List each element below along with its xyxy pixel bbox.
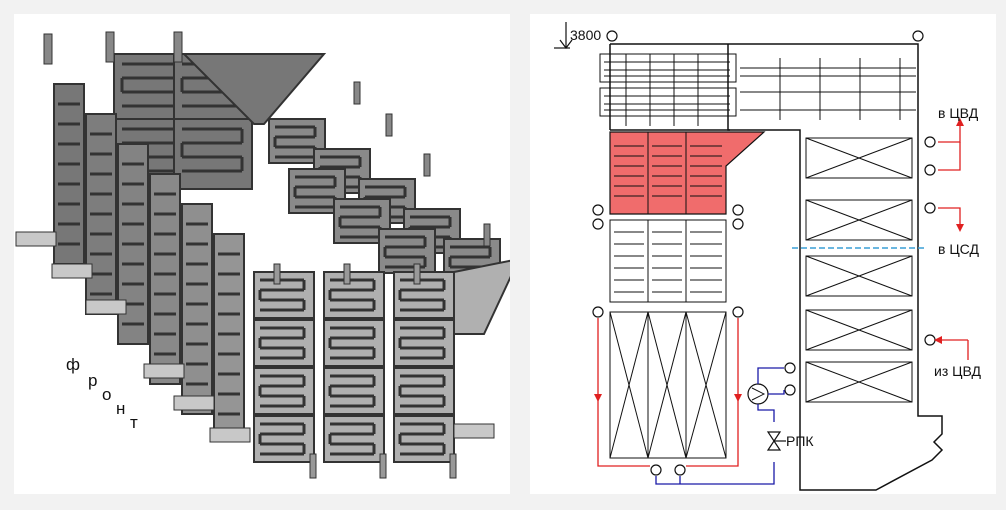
front-label: ф р о н т [66,355,138,432]
isometric-banks-panel: ф р о н т [14,14,510,494]
highlighted-superheater [609,131,766,215]
diagonal-dark-row [267,81,502,285]
top-dark-bank [43,31,327,191]
in-hp-label: из ЦВД [934,363,982,379]
header-collectors [592,30,936,476]
cold-lines [655,367,785,485]
top-horizontal-banks [599,53,916,126]
lower-crossed-panels [609,311,727,459]
out-hp-label: в ЦВД [938,105,979,121]
elevation-label: 3800 [570,27,601,43]
hot-line-arrows [594,118,964,402]
front-letter-1: ф [66,355,80,374]
control-valve [766,431,786,451]
elevation-mark: 3800 [554,22,601,49]
front-letter-3: о [102,385,111,404]
valve-label: РПК [786,433,814,449]
intermediate-bank [609,219,727,303]
boiler-schematic-drawing: 3800 [554,22,982,491]
boiler-casing [610,43,944,491]
boiler-schematic-panel: 3800 [530,14,996,494]
circulation-pump [747,383,769,405]
front-letter-2: р [88,371,97,390]
front-letter-4: н [116,399,125,418]
out-ip-label: в ЦСД [938,241,979,257]
convective-banks [805,137,913,403]
front-letter-5: т [130,413,138,432]
left-dark-columns [15,83,251,443]
isometric-banks-drawing: ф р о н т [15,31,510,479]
hot-lines [597,124,969,467]
front-light-bank [252,259,510,479]
